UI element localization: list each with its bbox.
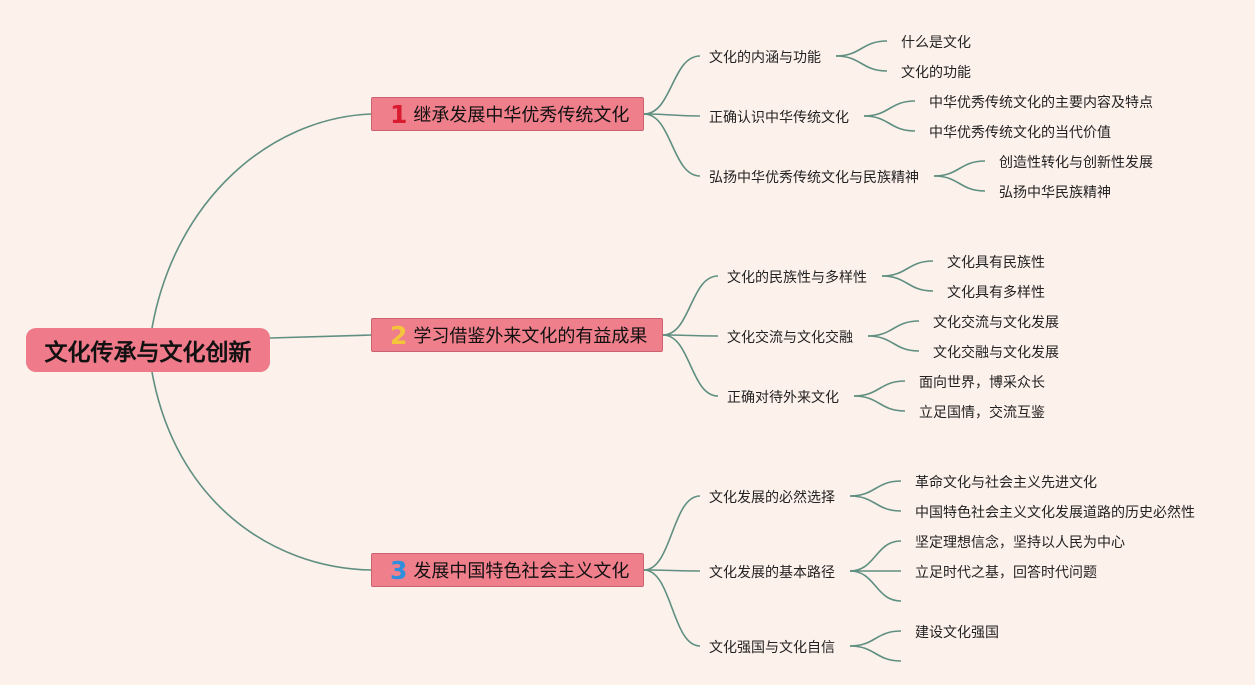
connector-branch2-sub-2	[662, 334, 719, 337]
branch-2-number: 2	[390, 320, 408, 350]
leaf-2-1-2[interactable]: 文化具有多样性	[947, 285, 1045, 301]
subtopic-1-2[interactable]: 正确认识中华传统文化	[709, 110, 849, 126]
leaf-1-1-1[interactable]: 什么是文化	[901, 35, 971, 51]
connector-sub3-3-leaf-1	[849, 630, 902, 647]
leaf-1-3-2[interactable]: 弘扬中华民族精神	[999, 185, 1111, 201]
leaf-2-1-1[interactable]: 文化具有民族性	[947, 255, 1045, 271]
branch-1-number: 1	[390, 99, 408, 129]
branch-3[interactable]: 3 发展中国特色社会主义文化	[371, 553, 644, 587]
connector-branch3-sub-1	[643, 495, 701, 571]
leaf-3-3-1[interactable]: 建设文化强国	[915, 625, 999, 641]
leaf-2-3-2[interactable]: 立足国情，交流互鉴	[919, 405, 1045, 421]
root-topic[interactable]: 文化传承与文化创新	[26, 328, 270, 372]
leaf-3-2-2[interactable]: 立足时代之基，回答时代问题	[915, 565, 1097, 581]
leaf-3-1-2[interactable]: 中国特色社会主义文化发展道路的历史必然性	[915, 505, 1195, 521]
connector-branch3-sub-2	[643, 569, 701, 572]
subtopic-1-3[interactable]: 弘扬中华优秀传统文化与民族精神	[709, 170, 919, 186]
connector-sub1-3-leaf-1	[933, 160, 986, 177]
subtopic-3-2[interactable]: 文化发展的基本路径	[709, 565, 835, 581]
subtopic-2-1[interactable]: 文化的民族性与多样性	[727, 270, 867, 286]
connector-sub2-3-leaf-1	[853, 380, 906, 397]
connector-sub2-2-leaf-1	[867, 320, 920, 337]
connector-sub3-2-leaf-1	[849, 540, 902, 572]
connector-sub1-2-leaf-1	[863, 100, 916, 117]
connector-sub2-1-leaf-2	[881, 275, 934, 292]
connector-sub1-1-leaf-2	[835, 55, 888, 72]
branch-2[interactable]: 2 学习借鉴外来文化的有益成果	[371, 318, 663, 352]
connector-sub1-2-leaf-2	[863, 115, 916, 132]
connector-branch2-sub-1	[662, 275, 719, 336]
leaf-3-1-1[interactable]: 革命文化与社会主义先进文化	[915, 475, 1097, 491]
branch-2-label: 学习借鉴外来文化的有益成果	[413, 326, 648, 347]
connector-sub3-1-leaf-2	[849, 495, 902, 512]
connector-sub2-3-leaf-2	[853, 395, 906, 412]
leaf-3-2-1[interactable]: 坚定理想信念，坚持以人民为中心	[915, 535, 1125, 551]
leaf-1-2-1[interactable]: 中华优秀传统文化的主要内容及特点	[929, 95, 1153, 111]
branch-1-label: 继承发展中华优秀传统文化	[413, 105, 630, 126]
connector-sub1-1-leaf-1	[835, 40, 888, 57]
leaf-1-1-2[interactable]: 文化的功能	[901, 65, 971, 81]
leaf-2-2-2[interactable]: 文化交融与文化发展	[933, 345, 1059, 361]
leaf-2-3-1[interactable]: 面向世界，博采众长	[919, 375, 1045, 391]
connector-branch2-sub-3	[662, 334, 719, 397]
subtopic-3-1[interactable]: 文化发展的必然选择	[709, 490, 835, 506]
subtopic-1-1[interactable]: 文化的内涵与功能	[709, 50, 821, 66]
leaf-1-2-2[interactable]: 中华优秀传统文化的当代价值	[929, 125, 1111, 141]
connector-root-branch-3	[151, 371, 372, 571]
connector-sub2-1-leaf-1	[881, 260, 934, 277]
connector-root-branch-2	[269, 334, 372, 339]
connector-branch1-sub-3	[643, 113, 701, 177]
connector-sub1-3-leaf-2	[933, 175, 986, 192]
subtopic-2-2[interactable]: 文化交流与文化交融	[727, 330, 853, 346]
connector-sub2-2-leaf-2	[867, 335, 920, 352]
branch-3-label: 发展中国特色社会主义文化	[413, 561, 630, 582]
connector-root-branch-1	[151, 113, 372, 329]
subtopic-2-3[interactable]: 正确对待外来文化	[727, 390, 839, 406]
connector-sub3-2-leaf-3	[849, 570, 902, 602]
connector-branch1-sub-2	[643, 113, 701, 117]
branch-1[interactable]: 1 继承发展中华优秀传统文化	[371, 97, 644, 131]
connector-sub3-1-leaf-1	[849, 480, 902, 497]
connector-branch3-sub-3	[643, 569, 701, 647]
connector-sub3-3-leaf-2	[849, 645, 902, 662]
connector-branch1-sub-1	[643, 55, 701, 115]
subtopic-3-3[interactable]: 文化强国与文化自信	[709, 640, 835, 656]
branch-3-number: 3	[390, 555, 408, 585]
leaf-2-2-1[interactable]: 文化交流与文化发展	[933, 315, 1059, 331]
leaf-1-3-1[interactable]: 创造性转化与创新性发展	[999, 155, 1153, 171]
